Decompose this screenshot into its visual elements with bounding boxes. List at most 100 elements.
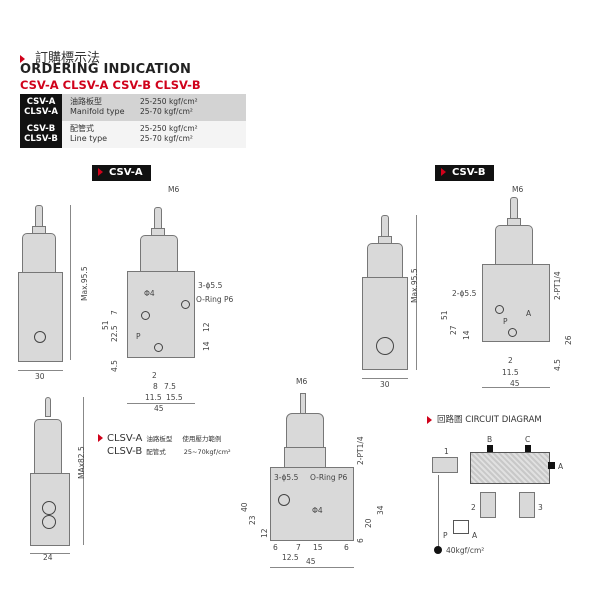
thread-label: M6 [168, 185, 180, 194]
triangle-bullet-icon [441, 168, 446, 176]
dim-45: 45 [510, 379, 520, 388]
port-hole [42, 501, 56, 515]
dim-12-5: 12.5 [282, 553, 299, 562]
code-1: CSV-B [26, 124, 56, 134]
dim-6: 6 [273, 543, 278, 552]
height-dim: MAx82.5 [77, 446, 86, 479]
pressure-label: 40kgf/cm² [446, 546, 485, 555]
pressure-1: 25-250 kgf/cm² [140, 97, 198, 106]
type-en: Manifold type [70, 107, 125, 116]
cylinder-3 [519, 492, 535, 518]
cylinder-block [470, 452, 550, 484]
dim-8: 8 [153, 382, 158, 391]
clsv-side-view: MAx82.5 24 [28, 397, 98, 572]
note-desc: 25~70kgf/cm² [183, 448, 231, 456]
dim-22-5: 22.5 [110, 325, 119, 342]
thread-label: M6 [512, 185, 524, 194]
port-hole [376, 337, 394, 355]
csv-b-side-view: Max.95.5 30 [362, 215, 432, 395]
type-cn: 油路板型 [70, 97, 102, 106]
cylinder-1 [432, 457, 458, 473]
width-dim: 24 [43, 553, 53, 562]
bonnet [34, 419, 62, 474]
cylinder-2 [480, 492, 496, 518]
type-en: Line type [70, 134, 108, 143]
triangle-bullet-icon [98, 168, 103, 176]
dim-40: 40 [240, 502, 249, 512]
pressure-1: 25-250 kgf/cm² [140, 124, 198, 133]
thread-label: M6 [296, 377, 308, 386]
mount-hole [508, 328, 517, 337]
port-a [548, 462, 555, 469]
dim-11-5: 11.5 [502, 368, 519, 377]
csv-a-tag: CSV-A [92, 165, 151, 181]
type-cn: 配管式 [70, 124, 94, 133]
bonnet [286, 413, 324, 451]
phi-label: Φ4 [312, 506, 323, 515]
oring-label: O-Ring P6 [310, 473, 348, 482]
port-c [525, 445, 531, 452]
neck [284, 447, 326, 469]
dim-12: 12 [260, 528, 269, 538]
label-1: 1 [444, 447, 449, 456]
dim-line [70, 205, 71, 360]
port-thread-label: 2-PT1/4 [356, 436, 365, 465]
dim-11-5: 11.5 [145, 393, 162, 402]
dim-51: 51 [101, 320, 110, 330]
mount-hole [141, 311, 150, 320]
note-desc: 使用壓力範例 [182, 435, 222, 443]
label-3: 3 [538, 503, 543, 512]
label-a2: A [472, 531, 478, 540]
mount-hole [278, 494, 290, 506]
csv-a-front-view: M6 3-ϕ5.5 O-Ring P6 Φ4 P 51 7 22.5 4.5 1… [100, 185, 240, 415]
dim-14: 14 [462, 330, 471, 340]
dim-2: 2 [508, 356, 513, 365]
dim-line [83, 397, 84, 545]
pump-icon [434, 546, 442, 554]
port-hole [42, 515, 56, 529]
label-b: B [487, 435, 493, 444]
dim-23: 23 [248, 515, 257, 525]
adjust-screw [381, 215, 389, 237]
code-2: CLSV-A [24, 107, 58, 117]
mount-hole [181, 300, 190, 309]
port-hole [34, 331, 46, 343]
port-b [487, 445, 493, 452]
csv-b-label: CSV-B [452, 167, 486, 178]
clsv-front-view: M6 3-ϕ5.5 O-Ring P6 Φ4 2-PT1/4 40 23 12 … [238, 375, 398, 570]
dim-51: 51 [440, 310, 449, 320]
dim-14: 14 [202, 341, 211, 351]
model-list: CSV-A CLSV-A CSV-B CLSV-B [20, 78, 201, 92]
bonnet [495, 225, 533, 270]
note-type: 油路板型 [146, 435, 173, 443]
pressure-2: 25-70 kgf/cm² [140, 134, 193, 143]
dim-line [127, 403, 195, 404]
height-dim: Max.95.5 [410, 268, 419, 303]
holes-label: 2-ϕ5.5 [452, 289, 477, 298]
dim-7: 7 [110, 310, 119, 315]
dim-45: 45 [306, 557, 316, 566]
csv-a-side-view: Max.95.5 30 [18, 205, 89, 385]
label-c: C [525, 435, 531, 444]
holes-label: 3-ϕ5.5 [274, 473, 299, 482]
width-dim: 30 [380, 380, 390, 389]
note-type: 配管式 [146, 448, 166, 456]
triangle-bullet-icon [20, 54, 25, 63]
triangle-bullet-icon [427, 415, 432, 424]
dim-15: 15 [313, 543, 323, 552]
section-title-en: ORDERING INDICATION [20, 62, 192, 77]
adjust-screw [300, 393, 306, 415]
csv-b-front-view: M6 2-ϕ5.5 2-PT1/4 A P 51 27 14 26 4.5 2 … [440, 185, 590, 410]
label-p: P [443, 531, 448, 540]
pressure-2: 25-70 kgf/cm² [140, 107, 193, 116]
dim-12: 12 [202, 322, 211, 332]
dim-6: 6 [356, 538, 365, 543]
adjust-screw [45, 397, 51, 417]
csv-a-label: CSV-A [109, 167, 143, 178]
dim-15-5: 15.5 [166, 393, 183, 402]
